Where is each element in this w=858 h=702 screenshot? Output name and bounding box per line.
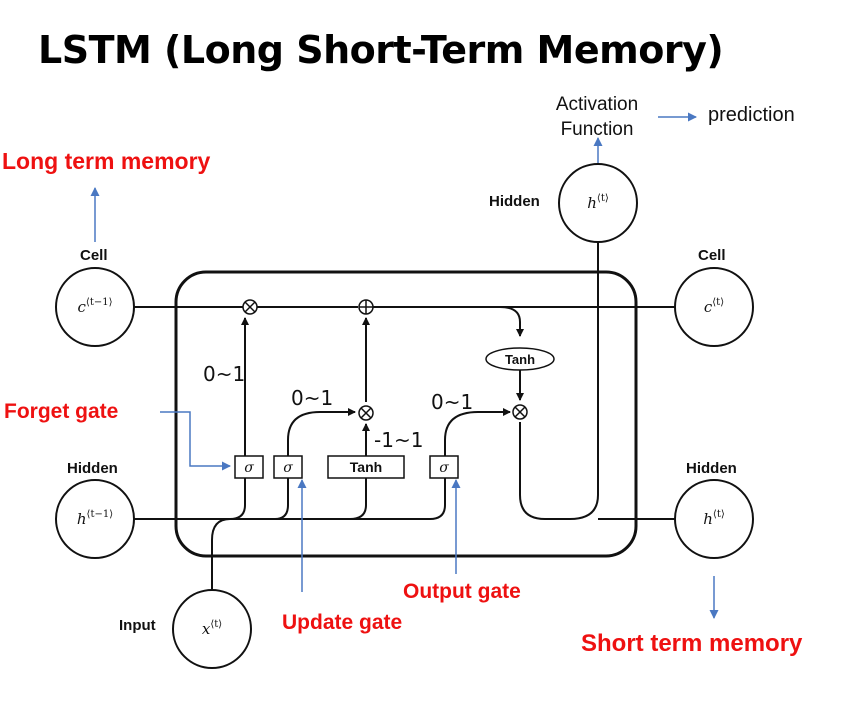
cell-right-label: Cell [698,247,726,264]
short-term-memory-label: Short term memory [581,630,803,657]
lstm-cell-box [174,270,638,558]
output-gate-label: Output gate [403,580,521,603]
output-range: 0~1 [431,390,474,414]
forget-gate-label: Forget gate [4,400,119,423]
gate-branches [229,478,367,520]
x-t-math: x⟨t⟩ [202,619,222,638]
activation-line2: Function [560,119,634,140]
tanh-oval [485,347,555,371]
hidden-right-label: Hidden [686,460,737,477]
update-gate-label: Update gate [282,611,403,634]
output-sigma-box [429,455,459,479]
tanh-box-label: Tanh [350,459,382,475]
output-multiply-op [512,404,528,420]
c-t-node [674,267,754,347]
tanh-range: -1~1 [374,428,424,452]
blue-arrows [90,112,719,619]
update-sigma-box [273,455,303,479]
h-t-node [674,479,754,559]
hidden-out-path [519,242,599,520]
cell-state-line [134,306,676,337]
forget-sigma-label: σ [244,460,254,476]
update-range: 0~1 [291,386,334,410]
forget-sigma-box [234,455,264,479]
c-prev-math: c⟨t−1⟩ [78,297,113,316]
forget-range: 0~1 [203,362,246,386]
hidden-state-line [134,478,676,520]
tanh-oval-label: Tanh [505,352,535,367]
activation-label: Activation Function [545,92,649,142]
h-top-math: h⟨t⟩ [587,193,609,212]
x-t-node [172,589,252,669]
add-op [358,299,374,315]
update-multiply-op [358,405,374,421]
update-path [287,408,356,456]
h-top-node [558,163,638,243]
hidden-top-label: Hidden [489,193,540,210]
h-prev-math: h⟨t−1⟩ [77,509,113,528]
input-label: Input [119,617,156,634]
input-line [211,518,231,590]
forget-multiply-op [242,299,258,315]
h-prev-node [55,479,135,559]
cell-left-label: Cell [80,247,108,264]
hidden-left-label: Hidden [67,460,118,477]
output-sigma-label: σ [439,460,449,476]
h-t-math: h⟨t⟩ [703,509,725,528]
update-sigma-label: σ [283,460,293,476]
tanh-box [327,455,405,479]
prediction-label: prediction [708,104,795,126]
c-prev-node [55,267,135,347]
activation-line1: Activation [555,94,639,115]
output-path [444,408,511,456]
long-term-memory-label: Long term memory [2,148,211,174]
c-t-math: c⟨t⟩ [704,297,724,316]
page-title: LSTM (Long Short-Term Memory) [38,28,724,72]
